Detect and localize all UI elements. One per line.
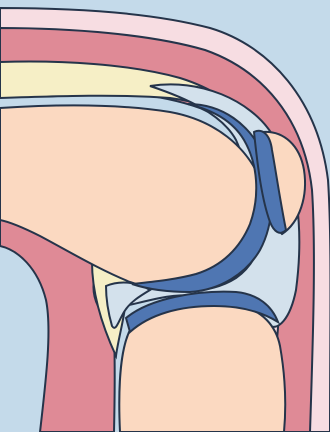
- tibia-bone: [119, 304, 285, 432]
